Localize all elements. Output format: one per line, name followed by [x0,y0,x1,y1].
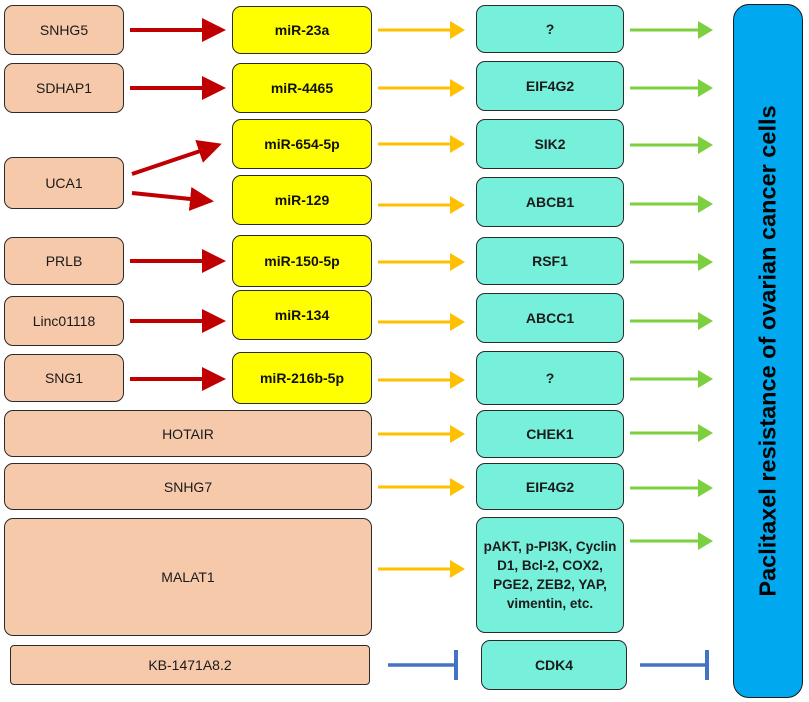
target-unknown-1-label: ? [545,21,555,37]
lncrna-uca1: UCA1 [4,157,124,209]
mirna-mir-23a-label: miR-23a [274,22,330,38]
lncrna-hotair: HOTAIR [4,410,372,457]
arrow-uca1-mir-129 [131,187,214,211]
lncrna-uca1-label: UCA1 [45,175,83,191]
lncrna-kb-1471a8-2-label: KB-1471A8.2 [148,657,232,673]
lncrna-snhg5-label: SNHG5 [39,22,89,38]
target-eif4g2-1-label: EIF4G2 [525,78,575,94]
target-chek1: CHEK1 [476,410,624,458]
target-sik2-label: SIK2 [534,136,566,152]
lncrna-snhg5: SNHG5 [4,5,124,55]
lncrna-hotair-label: HOTAIR [162,425,214,442]
target-abcc1-label: ABCC1 [525,310,575,326]
target-eif4g2-1: EIF4G2 [476,61,624,111]
lncrna-sdhap1-label: SDHAP1 [35,80,93,96]
mirna-mir-129-label: miR-129 [274,192,330,208]
lncrna-malat1: MALAT1 [4,518,372,636]
lncrna-sdhap1: SDHAP1 [4,63,124,113]
target-unknown-2: ? [476,351,624,405]
target-rsf1: RSF1 [476,237,624,285]
target-sik2: SIK2 [476,119,624,169]
target-pathway-markers-label: pAKT, p-PI3K, Cyclin D1, Bcl-2, COX2, PG… [483,539,617,611]
mirna-mir-134-label: miR-134 [274,307,330,323]
mirna-mir-129: miR-129 [232,175,372,225]
lncrna-kb-1471a8-2: KB-1471A8.2 [10,645,370,685]
target-pathway-markers: pAKT, p-PI3K, Cyclin D1, Bcl-2, COX2, PG… [476,517,624,633]
arrow-uca1-mir-654-5p [131,140,222,176]
target-eif4g2-2: EIF4G2 [476,463,624,510]
mirna-mir-23a: miR-23a [232,6,372,54]
target-cdk4: CDK4 [481,640,627,690]
target-unknown-1: ? [476,5,624,53]
target-unknown-2-label: ? [545,370,555,386]
mirna-mir-150-5p: miR-150-5p [232,235,372,287]
lncrna-snhg7: SNHG7 [4,463,372,510]
outcome-box [733,4,803,698]
mirna-mir-216b-5p: miR-216b-5p [232,352,372,404]
mirna-mir-4465: miR-4465 [232,63,372,113]
lncrna-prlb: PRLB [4,237,124,285]
target-abcb1-label: ABCB1 [525,194,575,210]
lncrna-snhg7-label: SNHG7 [163,478,213,495]
mirna-mir-216b-5p-label: miR-216b-5p [259,370,345,386]
mirna-mir-134: miR-134 [232,290,372,340]
mirna-mir-150-5p-label: miR-150-5p [264,253,340,269]
mirna-mir-4465-label: miR-4465 [270,80,334,96]
target-chek1-label: CHEK1 [526,426,574,442]
lncrna-malat1-label: MALAT1 [161,569,215,585]
target-abcb1: ABCB1 [476,177,624,227]
lncrna-prlb-label: PRLB [45,253,83,269]
lncrna-linc01118-label: Linc01118 [32,313,96,329]
lncrna-sng1: SNG1 [4,354,124,402]
lncrna-sng1-label: SNG1 [44,370,84,386]
mirna-mir-654-5p-label: miR-654-5p [264,136,340,152]
target-eif4g2-2-label: EIF4G2 [525,478,575,495]
mirna-mir-654-5p: miR-654-5p [232,119,372,169]
target-abcc1: ABCC1 [476,293,624,343]
lncrna-linc01118: Linc01118 [4,296,124,346]
target-rsf1-label: RSF1 [532,253,568,269]
target-cdk4-label: CDK4 [534,657,574,673]
